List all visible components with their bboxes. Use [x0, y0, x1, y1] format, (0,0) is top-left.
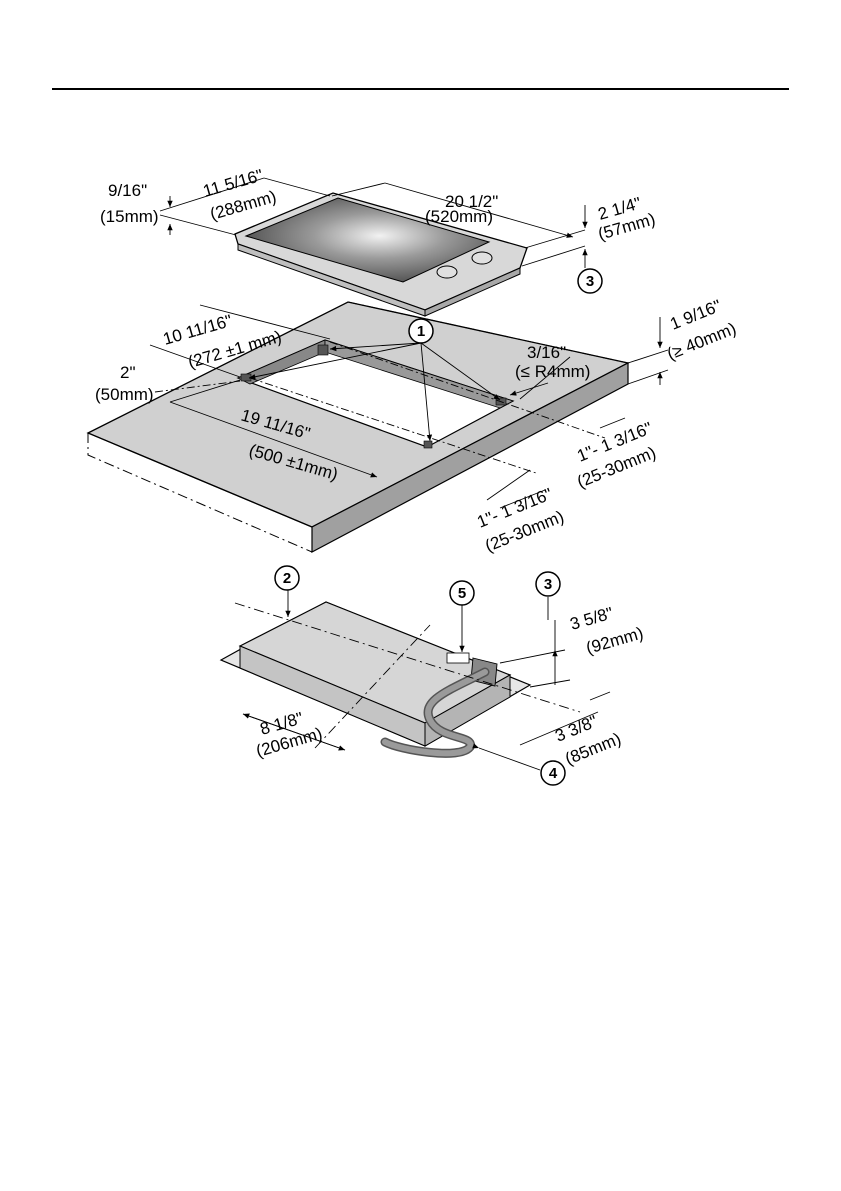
cutout-front-mm: (50mm) [95, 385, 154, 404]
callout-4-label: 4 [549, 765, 558, 782]
cutout-radius-inches: 3/16" [527, 343, 566, 362]
cooktop-lip-inches: 9/16" [108, 181, 147, 200]
callout-4: 4 [541, 761, 565, 785]
connection-height-mm: (92mm) [584, 623, 646, 657]
cooktop-width-mm: (520mm) [425, 207, 493, 226]
callout-1-label: 1 [417, 323, 425, 340]
callout-3-top: 3 [578, 269, 602, 293]
callout-1: 1 [409, 319, 433, 343]
callout-5: 5 [450, 581, 474, 605]
callout-3-bottom: 3 [536, 572, 560, 596]
callout-5-label: 5 [458, 585, 466, 602]
cutout-radius-mm: (≤ R4mm) [515, 362, 590, 381]
cooktop-lip-mm: (15mm) [100, 207, 159, 226]
callout-3-top-label: 3 [586, 273, 594, 290]
callout-3-bottom-label: 3 [544, 576, 552, 593]
connection-height-inches: 3 5/8" [568, 603, 615, 633]
callout-2: 2 [275, 566, 299, 590]
cutout-front-inches: 2" [120, 363, 136, 382]
callout-2-label: 2 [283, 570, 291, 587]
